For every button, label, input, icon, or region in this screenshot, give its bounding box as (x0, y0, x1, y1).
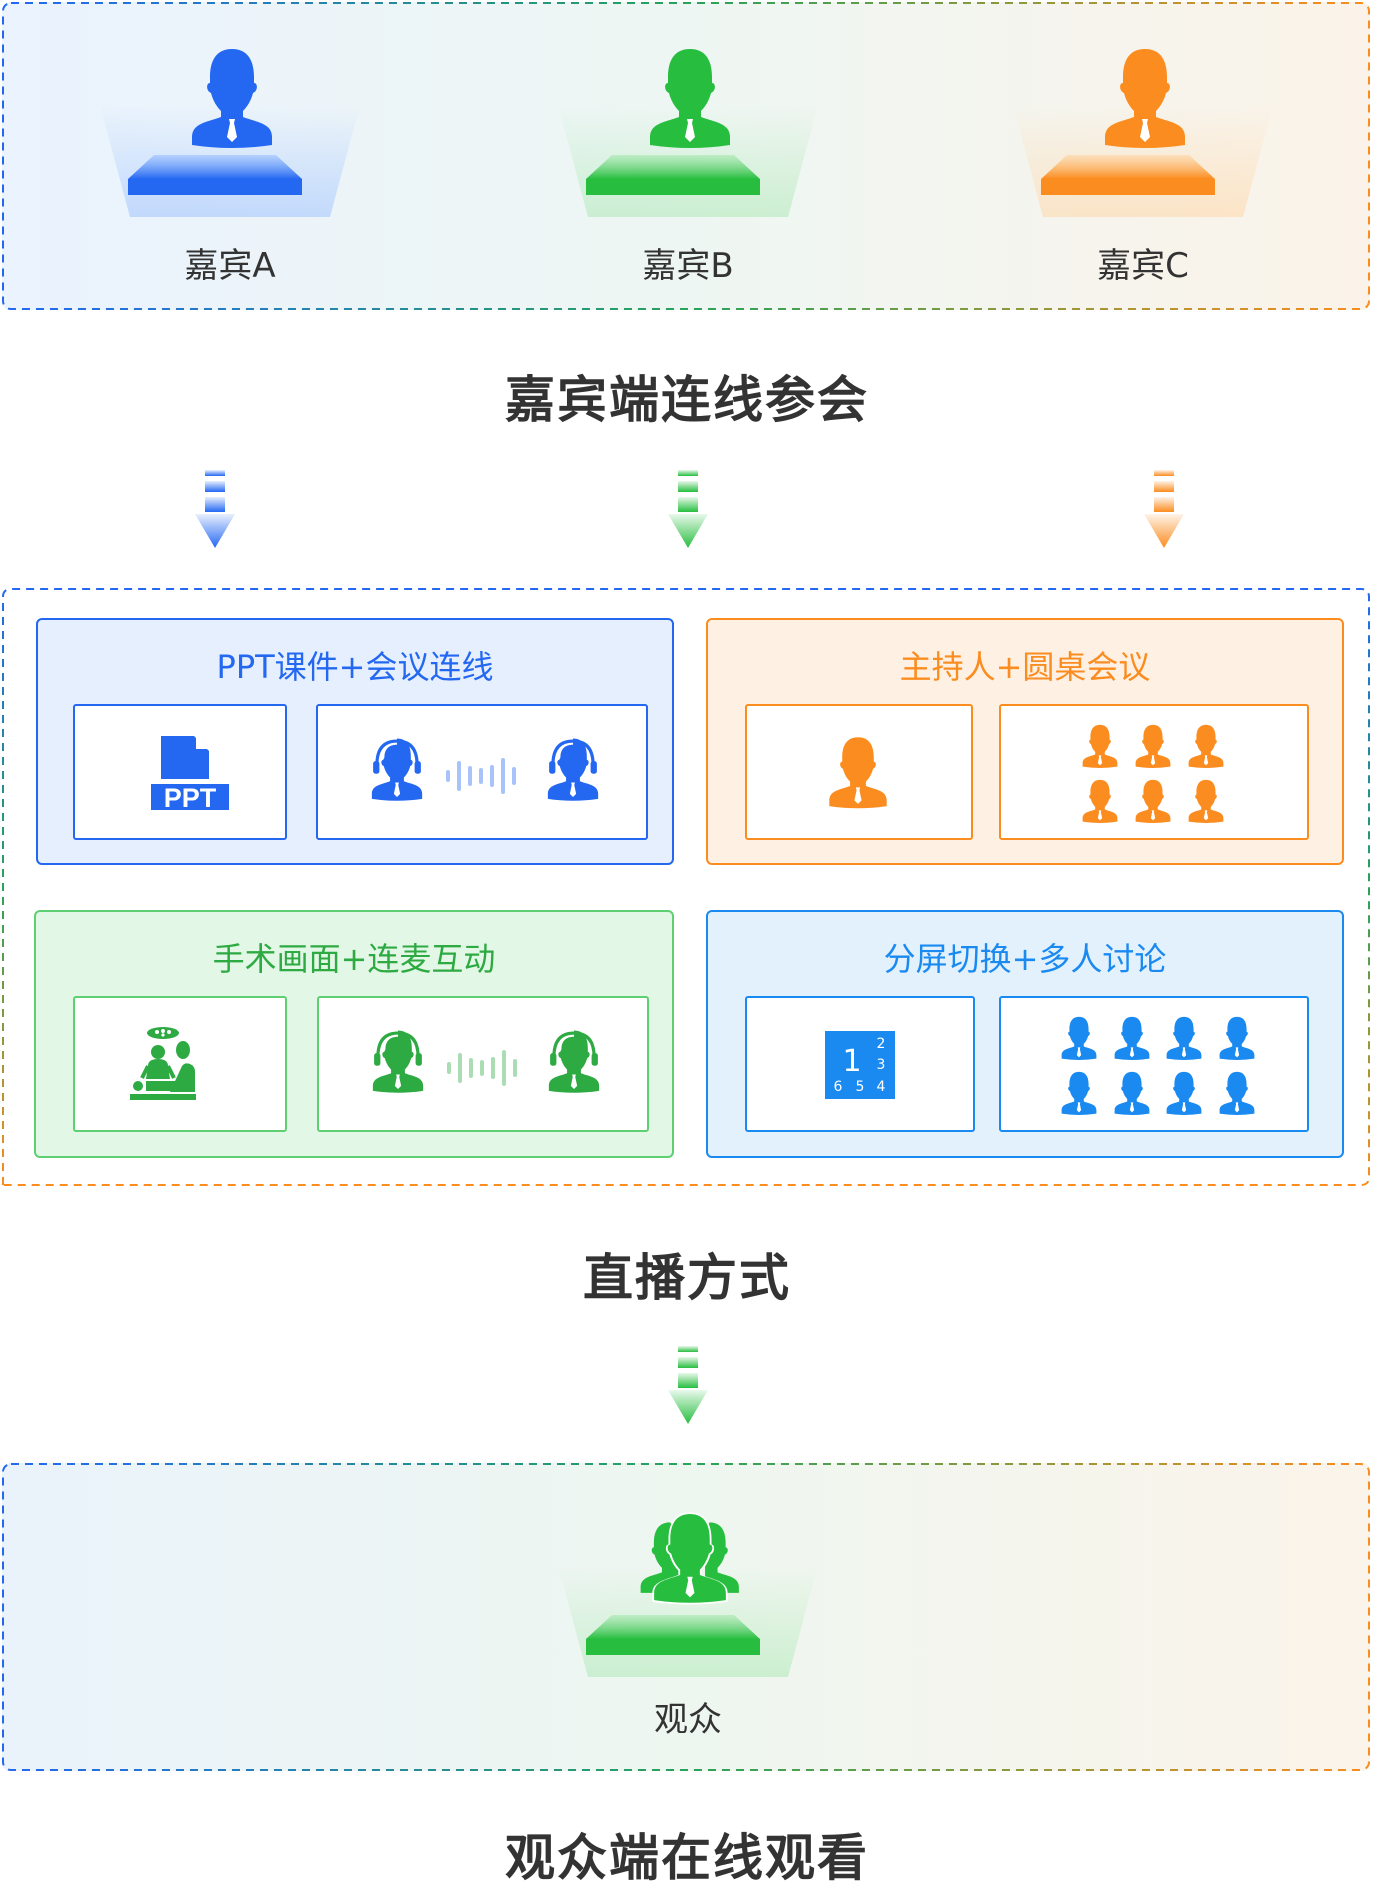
platform (586, 1615, 760, 1655)
audience-group-icon (640, 1512, 739, 1605)
host-pane (745, 704, 973, 840)
arrow-dash (678, 497, 698, 512)
small-person-icon (1082, 724, 1118, 768)
round-table-group-icon (1073, 718, 1233, 828)
small-person-icon (1166, 1071, 1202, 1115)
arrow-head (668, 514, 708, 548)
down-arrow-icon (1144, 470, 1184, 548)
arrow-dash (205, 497, 225, 512)
small-person-icon (1135, 779, 1171, 823)
guest-frame-border (2, 2, 1370, 310)
live-mode-title: 分屏切换+多人讨论 (883, 940, 1167, 978)
live-mode-title: 主持人+圆桌会议 (899, 648, 1151, 686)
small-person-icon (1188, 779, 1224, 823)
arrow-dash (678, 470, 698, 476)
arrow-dash (678, 1373, 698, 1388)
split-screen-icon: 1 2 3 4 5 6 (825, 1031, 895, 1099)
guest-a-stage (100, 45, 360, 225)
small-person-icon (1114, 1071, 1150, 1115)
person-icon (1105, 49, 1185, 148)
arrow-head (1144, 514, 1184, 548)
small-person-icon (1114, 1016, 1150, 1060)
small-person-icon (1219, 1071, 1255, 1115)
headset-person-icon (548, 1030, 600, 1093)
arrow-dash (1154, 481, 1174, 492)
platform (586, 155, 760, 195)
audience-section-title: 观众端在线观看 (505, 1829, 869, 1887)
audience-frame-border (2, 1463, 1370, 1771)
multi-person-icon (1053, 1010, 1263, 1120)
voice-call-pane (316, 704, 648, 840)
person-icon (650, 49, 730, 148)
surgery-pane (73, 996, 287, 1132)
platform (1041, 155, 1215, 195)
voice-call-pane (317, 996, 649, 1132)
guest-c-label: 嘉宾C (1097, 246, 1189, 286)
small-person-icon (1135, 724, 1171, 768)
arrow-dash (205, 481, 225, 492)
sound-wave-icon (446, 758, 516, 794)
headset-person-icon (371, 738, 423, 801)
small-person-icon (1082, 779, 1118, 823)
down-arrow-icon (668, 1346, 708, 1424)
guest-b-stage (558, 45, 818, 225)
live-mode-title: 手术画面+连麦互动 (212, 940, 496, 978)
arrow-dash (205, 470, 225, 476)
platform (128, 155, 302, 195)
arrow-head (668, 1390, 708, 1424)
guest-a-label: 嘉宾A (184, 246, 276, 286)
host-person-icon (829, 737, 887, 809)
live-mode-card-split: 分屏切换+多人讨论 1 2 3 4 5 6 (706, 910, 1344, 1158)
arrow-dash (1154, 470, 1174, 476)
small-person-icon (1166, 1016, 1202, 1060)
down-arrow-icon (668, 470, 708, 548)
live-mode-card-surgery: 手术画面+连麦互动 (34, 910, 674, 1158)
round-table-pane (999, 704, 1309, 840)
ppt-pane: PPT (73, 704, 287, 840)
small-person-icon (1219, 1016, 1255, 1060)
split-screen-pane: 1 2 3 4 5 6 (745, 996, 975, 1132)
sound-wave-icon (447, 1050, 517, 1086)
ppt-icon: PPT (151, 736, 229, 810)
arrow-head (195, 514, 235, 548)
svg-text:2: 2 (877, 1036, 886, 1052)
multi-person-pane (999, 996, 1309, 1132)
audience-stage (558, 1505, 818, 1685)
arrow-dash (678, 481, 698, 492)
arrow-dash (678, 1357, 698, 1368)
live-mode-frame-border (2, 588, 1370, 1186)
svg-text:5: 5 (856, 1079, 865, 1095)
guest-section-title: 嘉宾端连线参会 (505, 371, 869, 429)
live-mode-card-host: 主持人+圆桌会议 (706, 618, 1344, 865)
svg-text:PPT: PPT (164, 783, 217, 810)
surgery-icon (130, 1027, 196, 1100)
headset-person-icon (372, 1030, 424, 1093)
headset-person-icon (547, 738, 599, 801)
live-section-title: 直播方式 (583, 1249, 791, 1307)
svg-text:6: 6 (834, 1079, 843, 1095)
small-person-icon (1061, 1071, 1097, 1115)
arrow-dash (678, 1346, 698, 1352)
guest-b-label: 嘉宾B (642, 246, 734, 286)
small-person-icon (1061, 1016, 1097, 1060)
guest-c-stage (1013, 45, 1273, 225)
svg-text:3: 3 (877, 1057, 886, 1073)
audience-label: 观众 (654, 1700, 722, 1740)
live-mode-card-ppt: PPT课件+会议连线 PPT (36, 618, 674, 865)
person-icon (192, 49, 272, 148)
arrow-dash (1154, 497, 1174, 512)
live-mode-title: PPT课件+会议连线 (216, 648, 494, 686)
svg-text:4: 4 (877, 1079, 886, 1095)
svg-text:1: 1 (842, 1044, 861, 1079)
down-arrow-icon (195, 470, 235, 548)
small-person-icon (1188, 724, 1224, 768)
